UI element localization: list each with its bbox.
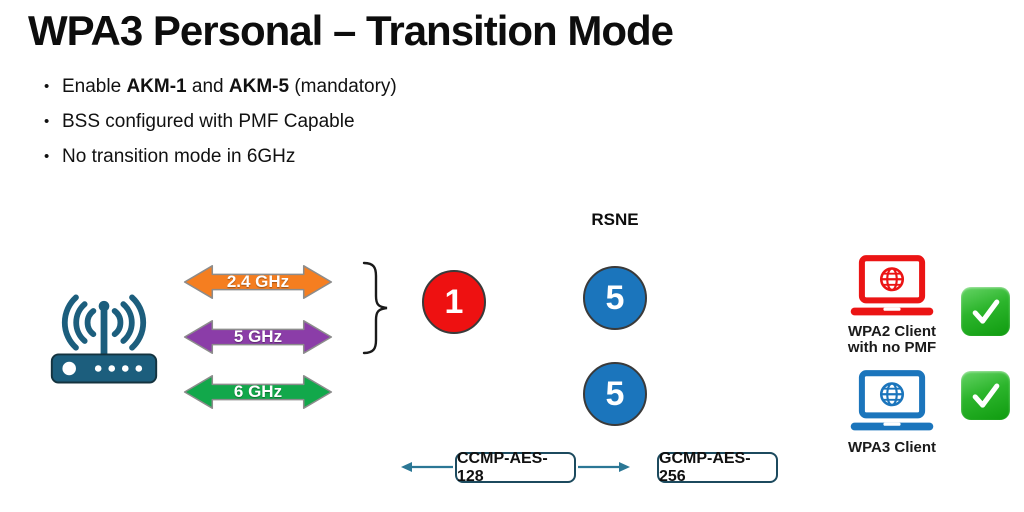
wpa3-allowed-check-icon (961, 371, 1010, 420)
wireless-router-icon (50, 294, 158, 384)
bullet-pmf: • BSS configured with PMF Capable (44, 111, 684, 133)
wpa3-client-label-line1: WPA3 Client (847, 439, 937, 456)
akm5-circle-lower: 5 (583, 362, 647, 426)
akm5-circle-upper: 5 (583, 266, 647, 330)
bullet-text: BSS configured with PMF Capable (62, 111, 355, 132)
rsne-heading: RSNE (591, 210, 639, 229)
bullet-marker: • (44, 113, 50, 130)
bullet-text: No transition mode in 6GHz (62, 146, 296, 167)
arrow-left-icon (401, 462, 453, 472)
akm1-value: 1 (444, 282, 464, 321)
akm5-value: 5 (605, 374, 625, 413)
double-arrow-icon (183, 320, 333, 354)
grouping-brace (362, 261, 388, 355)
wpa2-client-label-line1: WPA2 Client (847, 323, 937, 340)
wpa2-client-label-line2: with no PMF (847, 339, 937, 356)
bullet-list: • Enable AKM-1 and AKM-5 (mandatory) • B… (44, 76, 684, 181)
band-arrow-6ghz: 6 GHz (178, 372, 338, 412)
ccmp-label: CCMP-AES-128 (457, 449, 548, 485)
wpa3-laptop-globe-icon (850, 370, 934, 431)
akm5-value: 5 (605, 278, 625, 317)
ccmp-aes-128-box: CCMP-AES-128 (455, 449, 576, 485)
gcmp-aes-256-box: GCMP-AES-256 (657, 449, 778, 485)
bullet-marker: • (44, 148, 50, 165)
bullet-marker: • (44, 78, 50, 95)
arrow-right-icon (578, 462, 630, 472)
wpa2-client-label: WPA2 Client with no PMF (822, 324, 962, 356)
akm1-circle: 1 (422, 270, 486, 334)
wpa2-laptop-globe-icon (850, 255, 934, 316)
double-arrow-icon (183, 265, 333, 299)
double-arrow-icon (183, 375, 333, 409)
bullet-text: Enable AKM-1 and AKM-5 (mandatory) (62, 76, 397, 97)
bullet-6ghz: • No transition mode in 6GHz (44, 146, 684, 168)
wpa2-allowed-check-icon (961, 287, 1010, 336)
wpa3-client-label: WPA3 Client (822, 440, 962, 456)
bullet-akm: • Enable AKM-1 and AKM-5 (mandatory) (44, 76, 684, 98)
gcmp-label: GCMP-AES-256 (659, 449, 751, 485)
page-title: WPA3 Personal – Transition Mode (28, 7, 674, 54)
band-arrow-5ghz: 5 GHz (178, 317, 338, 357)
band-arrow-2_4ghz: 2.4 GHz (178, 262, 338, 302)
